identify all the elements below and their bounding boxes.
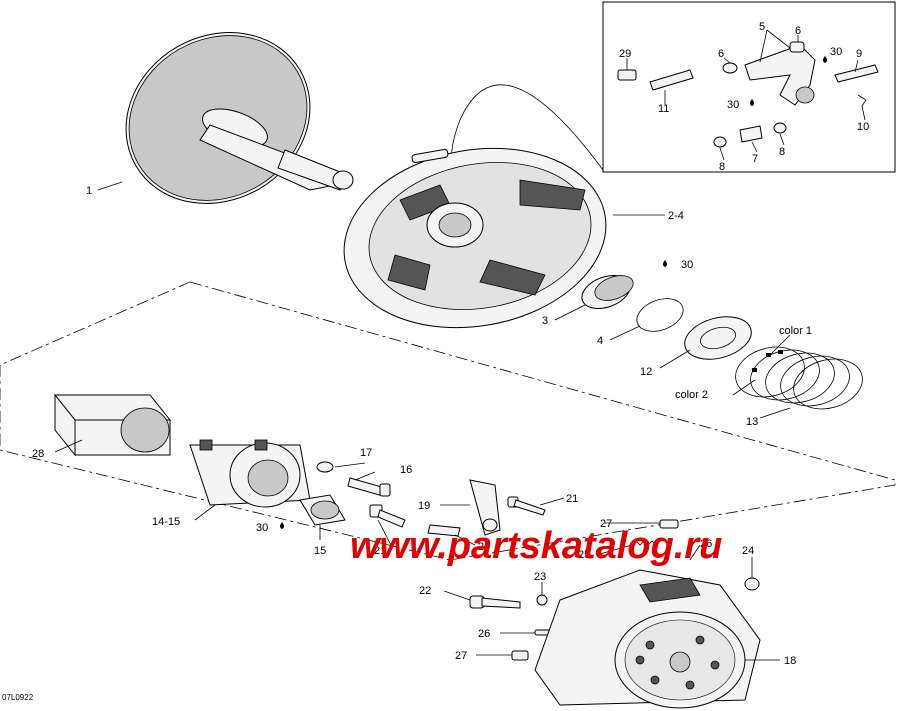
callout-27a: 27 (600, 518, 612, 530)
callout-8b: 8 (779, 146, 785, 158)
pin-part-11 (649, 69, 694, 91)
callout-30b: 30 (727, 99, 739, 111)
callout-10: 10 (857, 121, 869, 133)
oil-drop-icon (823, 56, 827, 63)
bushing-part-3 (581, 275, 634, 309)
callout-14-15: 14-15 (152, 516, 180, 528)
lever-part-19 (469, 479, 501, 536)
detail-inset-frame (602, 1, 896, 173)
callout-5: 5 (759, 21, 765, 33)
callout-29: 29 (619, 48, 631, 60)
washer-part-8 (713, 136, 727, 148)
callout-1: 1 (86, 185, 92, 197)
sleeve-part-28 (53, 393, 172, 457)
screw-part-21-lower (369, 504, 406, 528)
callout-20: 20 (478, 541, 490, 553)
leader-lines (54, 29, 866, 661)
callout-16: 16 (400, 464, 412, 476)
oil-drop-icon (280, 522, 284, 529)
bolt-part-22 (469, 595, 521, 609)
color-mark (778, 350, 783, 354)
callout-12: 12 (640, 366, 652, 378)
callout-2-4: 2-4 (668, 210, 684, 222)
washer-part-12 (684, 316, 752, 360)
screw-part-21-upper (507, 496, 546, 516)
callout-21b: 21 (374, 545, 386, 557)
callout-22: 22 (419, 585, 431, 597)
callout-23: 23 (534, 571, 546, 583)
callout-28: 28 (32, 448, 44, 460)
washer-part-6 (722, 62, 738, 74)
pin-part-20 (427, 524, 461, 537)
inset-parts (617, 41, 879, 148)
bolt-part-29 (617, 69, 637, 81)
callout-8a: 8 (719, 161, 725, 173)
lubricant-symbols (280, 56, 827, 529)
callout-30c: 30 (681, 259, 693, 271)
circlip-part-4 (636, 298, 684, 332)
callout-color-2: color 2 (675, 389, 708, 401)
callout-6b: 6 (795, 25, 801, 37)
callout-17: 17 (360, 447, 372, 459)
callout-18: 18 (784, 655, 796, 667)
fixed-sheave-part (125, 32, 354, 204)
callout-26b: 26 (478, 628, 490, 640)
oil-drop-icon (750, 99, 754, 106)
callout-3: 3 (542, 315, 548, 327)
callout-27b: 27 (455, 650, 467, 662)
screw-part-16 (347, 477, 391, 497)
callout-21a: 21 (566, 493, 578, 505)
spring-part-25 (631, 540, 657, 546)
callout-6a: 6 (718, 48, 724, 60)
callout-30a: 30 (830, 46, 842, 58)
callout-19: 19 (418, 500, 430, 512)
callout-7: 7 (752, 153, 758, 165)
bushing-part-6 (789, 41, 805, 53)
callout-9: 9 (856, 48, 862, 60)
watermark-text: www.partskatalog.ru (350, 525, 722, 567)
pad-part-27-lower (511, 650, 529, 661)
spider-part-14-15 (189, 439, 311, 508)
nut-part-24 (744, 577, 760, 591)
color-mark (752, 368, 757, 372)
oil-drop-icon (663, 260, 667, 267)
callout-11: 11 (658, 103, 669, 115)
washer-part-8b (773, 122, 787, 134)
nut-part-23 (536, 594, 548, 606)
movable-sheave-part (343, 147, 607, 329)
callout-15: 15 (314, 545, 326, 557)
pad-part-27-upper (659, 519, 679, 529)
bushing-part-7 (739, 125, 763, 143)
spring-part-13 (735, 346, 863, 410)
washer-part-17 (316, 461, 334, 473)
bushing-part-15 (299, 494, 346, 526)
callout-30d: 30 (256, 522, 268, 534)
color-mark (766, 353, 771, 357)
callout-24: 24 (742, 545, 754, 557)
callout-26a: 26 (700, 538, 712, 550)
callout-color-1: color 1 (779, 325, 812, 337)
callout-25: 25 (578, 549, 590, 561)
callout-13: 13 (746, 416, 758, 428)
cotter-part-10 (857, 94, 867, 107)
diagram-code: 07L0922 (2, 693, 34, 702)
pin-part-9 (834, 64, 879, 83)
callout-4: 4 (597, 335, 603, 347)
housing-part-18 (534, 569, 761, 709)
